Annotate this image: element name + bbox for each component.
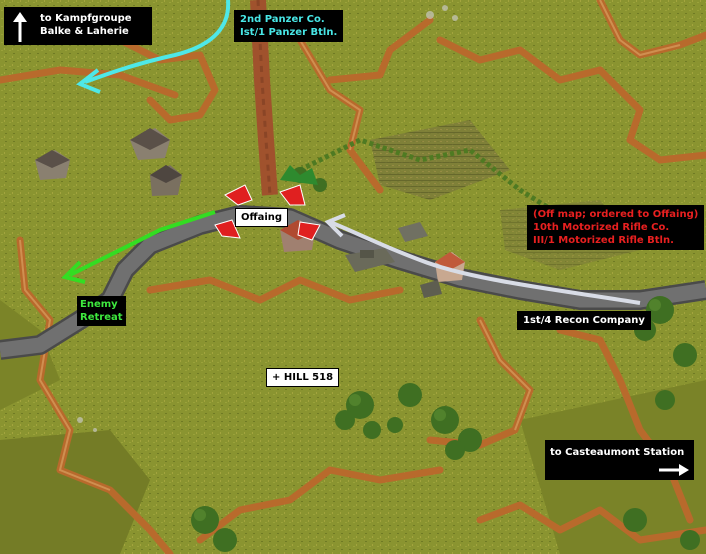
offmap-line-1: (Off map; ordered to Offaing) [533,209,699,220]
house-icon [130,128,170,160]
up-arrow-icon [13,12,27,42]
tree-icon [191,167,700,552]
ridge-line [326,16,434,84]
casteaumont-label: to Casteaumont Station [545,440,694,480]
ridge-line [0,66,179,99]
ridge-line [596,66,706,164]
ridge-line [146,276,404,304]
tree-icon [194,299,661,521]
vehicle-icon [345,248,395,272]
objective-marker-icon [214,184,321,241]
kampfgruppe-line-1: to Kampfgroupe [40,13,132,24]
hill-label: + HILL 518 [266,368,340,387]
ridge-line [436,36,604,84]
right-arrow-icon [659,464,689,476]
green-arrow [69,210,216,277]
cyan-arrow [84,0,231,84]
rock-patch [77,5,458,432]
panzer-line-2: Ist/1 Panzer Btln. [240,27,338,38]
offmap-line-2: 10th Motorized Rifle Co. [533,222,670,233]
offmap-line-3: III/1 Motorized Rifle Btln. [533,235,674,246]
ridge-line [476,501,706,544]
enemy-retreat-line-1: Enemy [80,299,118,310]
offaing-label[interactable]: Offaing [235,208,289,227]
casteaumont-text: to Casteaumont Station [550,447,685,458]
kampfgruppe-label: to Kampfgroupe Balke & Laherie [4,7,152,45]
white-arrow [329,220,641,305]
vehicle-icon [398,222,428,242]
house-icon [35,150,70,180]
panzer-label: 2nd Panzer Co. Ist/1 Panzer Btln. [234,10,344,42]
recon-label: 1st/4 Recon Company [517,311,651,330]
farm-field [370,120,510,200]
house-icon [150,165,182,196]
ridge-line [196,466,444,544]
bush [280,165,318,185]
vehicle-icon [420,280,442,298]
enemy-retreat-line-2: Retreat [80,312,123,323]
kampfgruppe-line-2: Balke & Laherie [40,26,129,37]
enemy-retreat-label: Enemy Retreat [77,296,126,326]
offmap-label: (Off map; ordered to Offaing) 10th Motor… [527,205,705,250]
house-icon [435,252,465,282]
lowland-area [0,430,150,554]
panzer-line-1: 2nd Panzer Co. [240,14,325,25]
